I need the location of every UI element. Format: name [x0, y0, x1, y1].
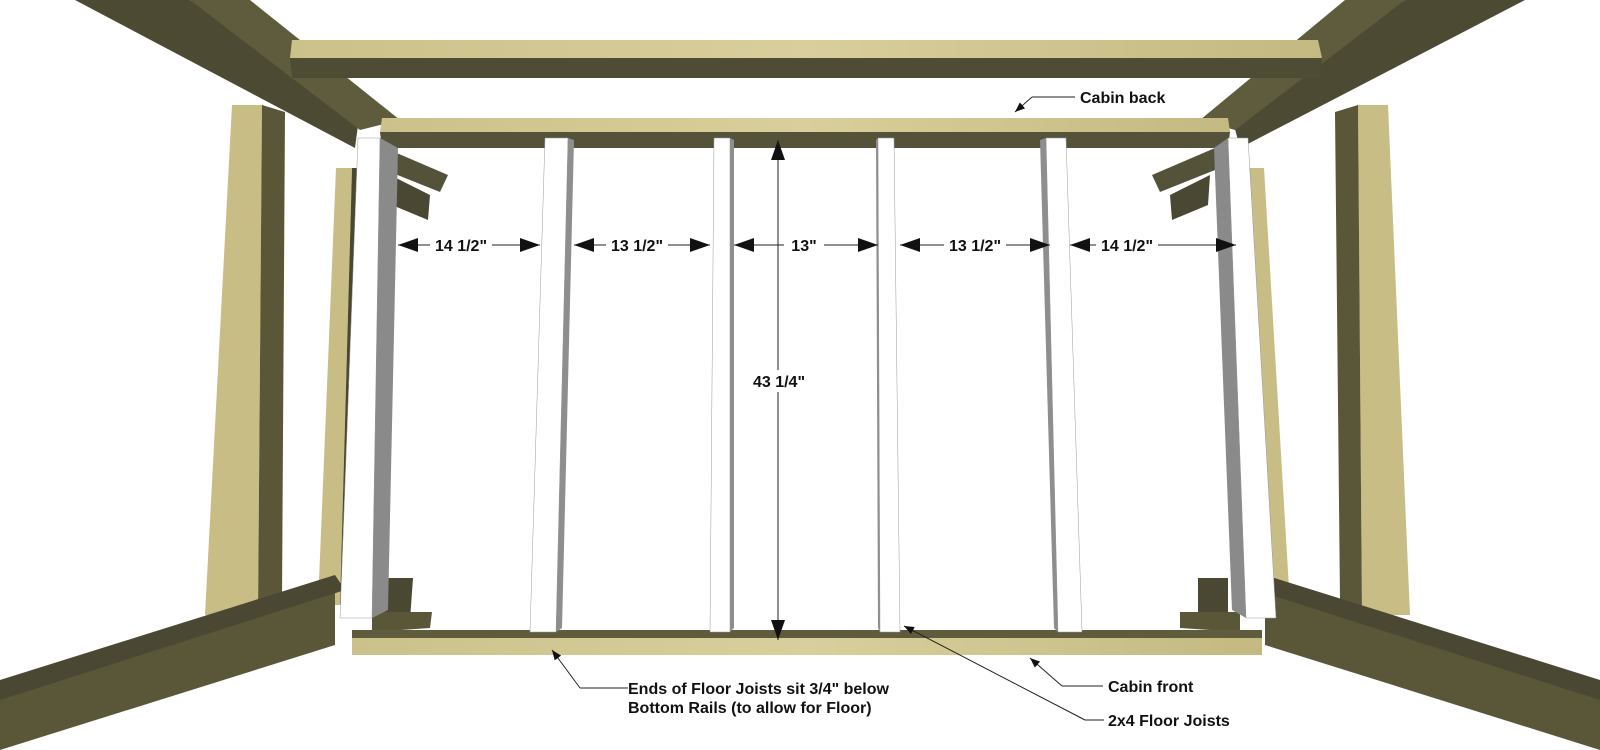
cabin-back-label: Cabin back	[1080, 90, 1165, 107]
spacing-label-1: 14 1/2"	[435, 238, 487, 255]
left-back-post	[318, 168, 352, 605]
top-back-beam	[290, 40, 1322, 78]
cabin-front-label: Cabin front	[1108, 679, 1194, 696]
floor-joist	[529, 137, 574, 633]
floor-joists-label: 2x4 Floor Joists	[1108, 713, 1230, 730]
left-bottom-rail-top	[0, 575, 345, 700]
left-upper-rail	[385, 148, 448, 192]
right-bottom-rail	[1265, 580, 1600, 750]
joist-ends-label-line1: Ends of Floor Joists sit 3/4" below	[628, 681, 890, 698]
left-bottom-block-2	[372, 612, 432, 632]
left-top-beam	[75, 0, 360, 148]
joist-ends-label-line2: Bottom Rails (to allow for Floor)	[628, 700, 872, 717]
left-front-post-side	[258, 105, 285, 615]
left-bottom-rail	[0, 580, 335, 750]
right-bottom-rail-top	[1255, 575, 1600, 700]
right-front-post	[1358, 105, 1410, 615]
callout-joist-ends: Ends of Floor Joists sit 3/4" below Bott…	[551, 649, 890, 717]
right-front-post-side	[1335, 105, 1362, 615]
right-back-post	[1250, 168, 1290, 605]
floor-joist	[876, 137, 901, 633]
right-top-beam	[1230, 0, 1525, 148]
floor-joist	[1214, 137, 1277, 619]
joist-length-dimension: 43 1/4"	[748, 140, 810, 640]
spacing-dimensions: 14 1/2" 13 1/2" 13" 13 1/2" 14 1/2"	[398, 236, 1236, 255]
spacing-label-5: 14 1/2"	[1101, 238, 1153, 255]
spacing-label-2: 13 1/2"	[611, 238, 663, 255]
cabin-front-rail	[352, 630, 1262, 655]
joist-length-label: 43 1/4"	[753, 374, 805, 391]
right-upper-rail	[1152, 148, 1215, 192]
left-front-post	[205, 105, 262, 615]
floor-joist	[339, 137, 398, 619]
spacing-label-4: 13 1/2"	[949, 238, 1001, 255]
right-frame	[1152, 0, 1600, 750]
right-bottom-block-2	[1180, 612, 1240, 632]
left-upper-rail-2	[390, 175, 430, 220]
floor-joist	[1040, 137, 1083, 633]
cabin-back-rail	[380, 118, 1230, 148]
callout-cabin-back: Cabin back	[1014, 90, 1165, 113]
floor-joists	[339, 137, 1277, 633]
right-upper-rail-2	[1170, 175, 1210, 220]
callout-cabin-front: Cabin front	[1029, 657, 1194, 696]
callout-floor-joists: 2x4 Floor Joists	[903, 625, 1230, 730]
spacing-label-3: 13"	[791, 238, 816, 255]
floor-joist	[709, 137, 734, 633]
